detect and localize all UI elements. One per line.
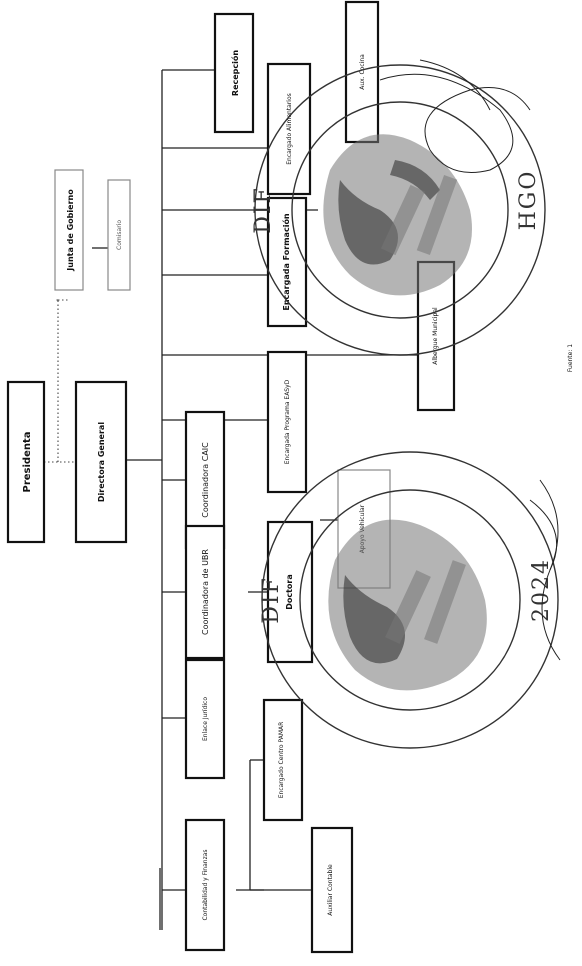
box-doctora: Doctora [266, 520, 314, 664]
box-recepcion: Recepción [213, 12, 255, 134]
enlace-label: Enlace Jurídico [202, 697, 209, 741]
box-junta-gobierno: Junta de Gobierno [54, 169, 84, 291]
box-coordinadora-ubr: Coordinadora de UBR [184, 524, 226, 660]
aux-cocina-label: Aux. Cocina [359, 54, 366, 90]
caic-label: Coordinadora CAIC [201, 442, 210, 518]
junta-label: Junta de Gobierno [66, 189, 75, 272]
directora-label: Directora General [97, 422, 106, 502]
doctora-label: Doctora [285, 574, 294, 610]
svg-text:HGO: HGO [516, 170, 541, 231]
easyd-label: Encargada Programa EASyD [284, 379, 291, 464]
official-seal-upper: DIF HGO [251, 59, 546, 356]
ubr-label: Coordinadora de UBR [201, 549, 210, 635]
presidenta-label: Presidenta [22, 431, 33, 492]
box-encargado-centro: Encargado Centro PAMAR [262, 698, 304, 822]
centro-label: Encargado Centro PAMAR [278, 722, 285, 799]
box-encargado-alimentarios: Encargado Alimentarios [266, 62, 312, 196]
svg-text:DIF: DIF [259, 576, 284, 624]
svg-text:DIF: DIF [251, 186, 276, 234]
auxiliar-label: Auxiliar Contable [327, 864, 334, 916]
alimentarios-label: Encargado Alimentarios [286, 93, 293, 165]
box-auxiliar-contable: Auxiliar Contable [310, 826, 354, 954]
official-seal-lower: DIF 2024 [259, 451, 561, 749]
formacion-label: Encargada Formación [281, 213, 291, 311]
box-comisario: Comisario [107, 179, 131, 291]
box-encargada-easyd: Encargada Programa EASyD [266, 350, 308, 494]
recepcion-label: Recepción [230, 50, 240, 96]
box-aux-cocina: Aux. Cocina [344, 0, 380, 144]
box-enlace-juridico: Enlace Jurídico [184, 658, 226, 780]
albergue-label: Albergue Municipal [432, 307, 439, 365]
box-encargada-formacion: Encargada Formación [266, 196, 308, 328]
box-contabilidad: Contabilidad y Finanzas [184, 818, 226, 952]
comisario-label: Comisario [116, 220, 123, 250]
footer-note: Fuente: 1 [567, 344, 574, 372]
box-directora-general: Directora General [74, 380, 128, 544]
contabilidad-label: Contabilidad y Finanzas [202, 849, 209, 920]
svg-text:2024: 2024 [529, 558, 554, 622]
box-presidenta: Presidenta [6, 380, 46, 544]
